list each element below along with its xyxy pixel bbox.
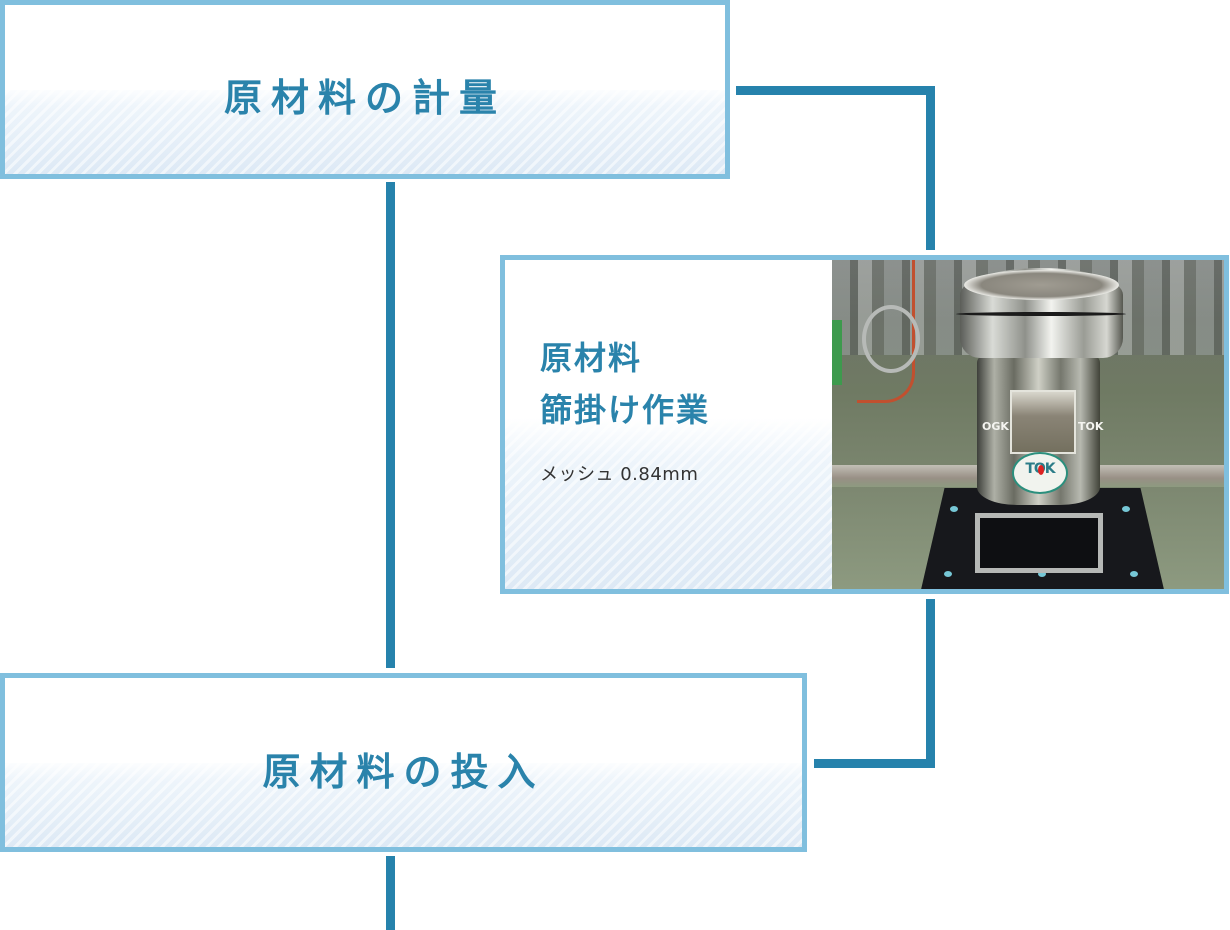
sieve-bowl-rim: [964, 270, 1119, 300]
bolt-icon: [1130, 571, 1138, 577]
logo-dot-icon: [1038, 465, 1044, 475]
step-text-block: 原材料 篩掛け作業 メッシュ 0.84mm: [540, 260, 710, 486]
sieve-machine-photo: OGK TOK TOK: [832, 260, 1224, 589]
connector-line: [926, 599, 935, 768]
step-card-sieving: 原材料 篩掛け作業 メッシュ 0.84mm OGK TOK TOK: [500, 255, 1229, 594]
mesh-size-note: メッシュ 0.84mm: [540, 464, 699, 485]
bolt-icon: [1038, 571, 1046, 577]
step-title: 原材料の計量: [223, 76, 506, 120]
connector-line: [926, 86, 935, 250]
step-title: 原材料の投入: [262, 750, 545, 794]
step-card-weighing: 原材料の計量: [0, 0, 730, 179]
grey-hose: [862, 305, 920, 373]
step-card-loading: 原材料の投入: [0, 673, 807, 852]
step-title: 原材料 篩掛け作業: [540, 332, 710, 436]
machine-base-frame: [975, 513, 1103, 573]
bolt-icon: [950, 506, 958, 512]
bolt-icon: [1122, 506, 1130, 512]
outlet-chute: [1010, 390, 1076, 454]
connector-line: [386, 182, 395, 668]
step-title-line-1: 原材料: [540, 339, 643, 377]
green-hose: [832, 320, 842, 385]
connector-line: [736, 86, 935, 95]
machine-logo-emblem: TOK: [1012, 452, 1068, 494]
machine-side-label: OGK: [982, 420, 1009, 433]
clamp-band: [956, 312, 1126, 316]
bolt-icon: [944, 571, 952, 577]
step-title-line-2: 篩掛け作業: [540, 391, 711, 429]
connector-line: [814, 759, 935, 768]
connector-line: [386, 856, 395, 930]
machine-side-label: TOK: [1078, 420, 1104, 433]
